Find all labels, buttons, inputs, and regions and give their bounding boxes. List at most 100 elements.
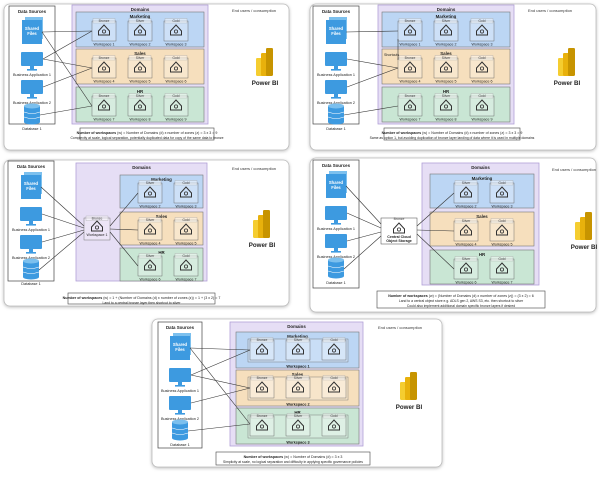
note-bold: Number of workspaces	[244, 455, 284, 459]
workspace-label: Workspace 4	[94, 80, 115, 84]
house-outline	[476, 24, 488, 36]
monitor-base	[331, 223, 341, 225]
domain-title-sales: Sales	[440, 51, 452, 56]
monitor-base	[175, 385, 185, 387]
house-outline	[180, 223, 192, 235]
zone-pill	[138, 253, 162, 259]
workspace-label: Workspace 4	[456, 243, 477, 247]
central-bronze-label: Bronze	[394, 217, 405, 221]
house-center	[295, 386, 300, 391]
connector-line	[346, 58, 399, 69]
domain-title-sales: Sales	[134, 51, 146, 56]
zone-label-bronze: Bronze	[99, 19, 110, 23]
zone-pill	[490, 218, 514, 224]
powerbi-icon	[558, 48, 575, 76]
monitor-base	[26, 252, 36, 254]
zone-label-gold: Gold	[182, 181, 189, 185]
house-outline	[460, 186, 472, 198]
workspace-frame	[247, 338, 349, 363]
powerbi-bar	[568, 48, 575, 76]
app2-icon	[21, 80, 43, 99]
workspace-label: Workspace 8	[130, 118, 151, 122]
powerbi-label: Power BI	[554, 80, 581, 87]
domains-title: Domains	[131, 7, 150, 12]
house-outline	[440, 61, 452, 73]
shared-files-label: Shared	[24, 181, 39, 186]
shared-files-label: Shared	[173, 342, 188, 347]
workspace-label: Workspace 6	[166, 80, 187, 84]
zone-pill	[92, 18, 116, 24]
house-center	[499, 229, 504, 234]
house-center	[259, 386, 264, 391]
workspace-icon	[256, 381, 268, 393]
workspace-label: Workspace 2	[456, 205, 477, 209]
house-outline	[256, 419, 268, 431]
workspace-icon	[98, 24, 110, 36]
workspace-icon	[292, 381, 304, 393]
house-center	[147, 264, 152, 269]
layer-cell	[127, 57, 153, 79]
connector-line	[416, 229, 455, 232]
house-outline	[256, 343, 268, 355]
connector-line	[38, 231, 85, 271]
connector-line	[189, 347, 251, 425]
connector-line	[190, 374, 251, 389]
workspace-icon	[134, 24, 146, 36]
app2-label: Business Application 2	[12, 256, 50, 260]
zone-label-silver: Silver	[442, 56, 451, 60]
connector-line	[40, 186, 85, 227]
end-users-label: End users / consumption	[552, 167, 596, 172]
note-line: Simplicity at scale, no logical separati…	[223, 460, 363, 464]
db-bottom	[172, 435, 188, 441]
house-outline	[98, 24, 110, 36]
app2-label: Business Application 2	[13, 101, 51, 105]
zone-label-bronze: Bronze	[99, 56, 110, 60]
house-center	[259, 348, 264, 353]
zone-label-silver: Silver	[462, 181, 471, 185]
zone-pill	[454, 256, 478, 262]
connector-line	[42, 67, 93, 88]
workspace-label: Workspace 1	[87, 233, 108, 237]
house-outline	[134, 61, 146, 73]
house-outline	[496, 186, 508, 198]
zone-pill	[250, 337, 274, 343]
monitor-neck	[334, 66, 338, 69]
note-line: Land to a central bronze layer then shor…	[102, 301, 181, 305]
app1-icon	[169, 368, 191, 387]
house-outline	[144, 186, 156, 198]
connector-line	[416, 233, 455, 270]
monitor-base	[26, 224, 36, 226]
zone-label-gold: Gold	[498, 181, 505, 185]
db1-label: Database 1	[170, 443, 189, 447]
house-center	[137, 66, 142, 71]
layer-cell	[249, 377, 275, 399]
layer-cell	[173, 255, 199, 277]
monitor-screen	[20, 207, 42, 221]
house-center	[137, 29, 142, 34]
domains-title: Domains	[132, 165, 151, 170]
workspace-icon	[144, 223, 156, 235]
house-center	[463, 267, 468, 272]
house-outline	[440, 99, 452, 111]
house-center	[443, 104, 448, 109]
workspace-icon	[476, 24, 488, 36]
db-top	[24, 103, 40, 109]
workspace-icon	[134, 99, 146, 111]
note-text: Number of workspaces (w) = Number of Dom…	[77, 131, 218, 135]
workspace-icon	[180, 186, 192, 198]
db1-label: Database 1	[326, 281, 345, 285]
workspace-icon	[98, 99, 110, 111]
layer-cell	[397, 57, 423, 79]
layer-cell	[249, 415, 275, 437]
domains-title: Domains	[287, 324, 306, 329]
zone-pill	[164, 55, 188, 61]
house-center	[443, 29, 448, 34]
house-outline	[144, 223, 156, 235]
zone-label-silver: Silver	[442, 19, 451, 23]
layer-cell	[163, 20, 189, 42]
zone-label-gold: Gold	[330, 376, 337, 380]
connector-line	[190, 387, 251, 404]
connector-line	[187, 423, 251, 432]
